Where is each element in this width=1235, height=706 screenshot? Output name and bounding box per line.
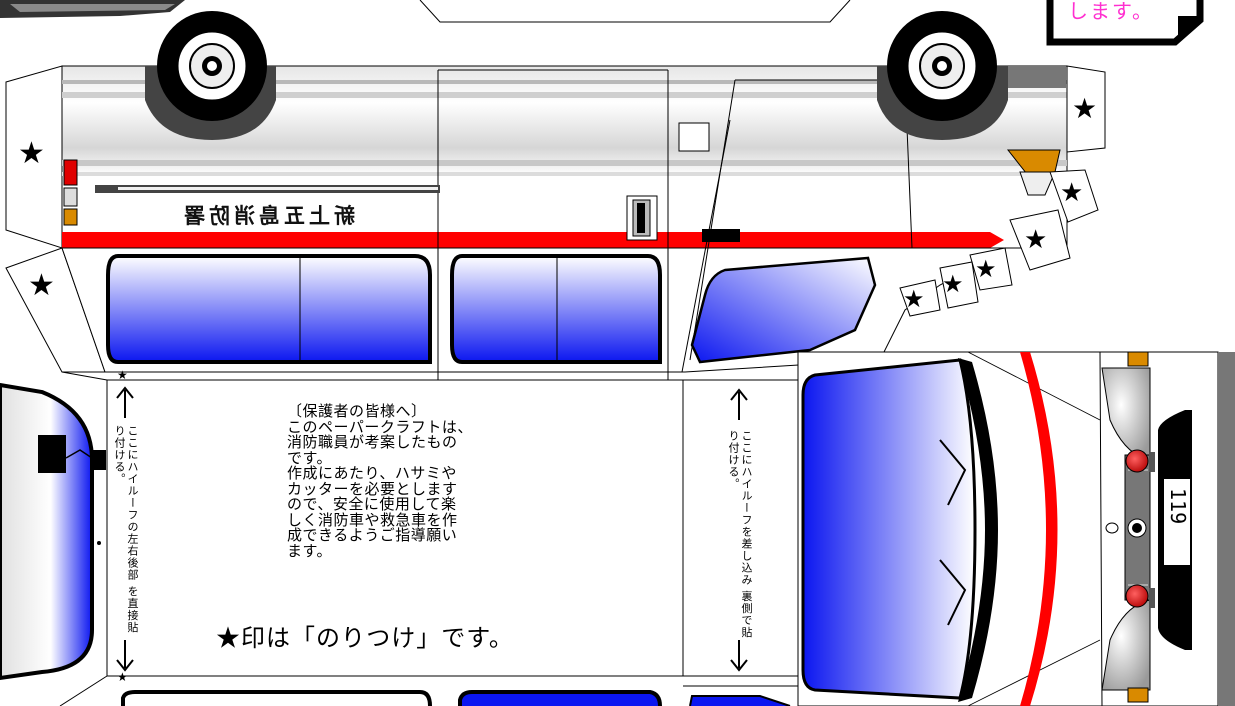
glue-star: ★ xyxy=(117,368,128,382)
license-plate: 119 xyxy=(1166,488,1190,525)
arrow-up-icon xyxy=(116,386,134,418)
notice-line: このペーパークラフトは、 xyxy=(287,417,473,436)
glue-star: ★ xyxy=(1024,225,1048,255)
glue-star: ★ xyxy=(1060,178,1084,208)
arrow-up-icon xyxy=(730,388,748,420)
tire xyxy=(145,11,276,140)
tire xyxy=(877,11,1008,140)
right-instruction-line: ここにハイルーフを差し込み xyxy=(740,430,753,586)
glue-star: ★ xyxy=(975,255,997,283)
corner-note-box xyxy=(1046,0,1204,46)
arrow-down-icon xyxy=(116,640,134,672)
left-instruction-line: ここにハイルーフの左右後部 xyxy=(126,425,139,581)
glue-tab xyxy=(939,261,979,309)
station-name: 新上五島消防署 xyxy=(180,204,355,228)
notice-line: カッターを必要とします xyxy=(287,479,458,498)
notice-line: 成できるようご指導願い xyxy=(287,526,458,544)
roof-tab-outline xyxy=(419,0,851,23)
glue-star: ★ xyxy=(18,136,45,171)
front-panel xyxy=(797,351,1235,706)
corner-note: します。 xyxy=(1068,0,1154,23)
notice-line: ます。 xyxy=(287,541,333,560)
glue-tab xyxy=(1009,209,1071,271)
glue-tab xyxy=(969,247,1013,291)
right-instruction: ここにハイルーフを差し込み 裏側で貼り付ける。 xyxy=(727,430,753,640)
left-instruction-line: を直接貼り付ける。 xyxy=(113,425,139,634)
notice-line: です。 xyxy=(287,448,333,467)
glue-star: ★ xyxy=(1072,92,1098,125)
glue-tab xyxy=(1049,169,1099,223)
side-body-panel xyxy=(5,11,1106,380)
glue-star: ★ xyxy=(28,268,55,303)
rear-panel xyxy=(0,382,106,681)
roof-panel xyxy=(59,371,821,706)
notice-line: ので、安全に使用して楽 xyxy=(287,495,457,513)
glue-star: ★ xyxy=(117,670,128,684)
glue-star: ★ xyxy=(903,285,925,313)
notice-line: しく消防車や救急車を作 xyxy=(287,510,458,529)
glue-star: ★ xyxy=(942,270,964,298)
emblem-icon xyxy=(1105,522,1119,534)
corner-fragment xyxy=(0,0,185,18)
notice-line: 〔保護者の皆様へ〕 xyxy=(287,402,427,420)
right-instruction-line: 裏側で貼り付ける。 xyxy=(727,430,753,639)
guardian-notice: 〔保護者の皆様へ〕 このペーパークラフトは、 消防職員が考案したもの です。 作… xyxy=(287,402,473,560)
glue-tab xyxy=(899,279,941,317)
left-instruction: ここにハイルーフの左右後部 を直接貼り付ける。 xyxy=(113,425,139,645)
notice-line: 作成にあたり、ハサミや xyxy=(287,464,457,482)
arrow-down-icon xyxy=(730,640,748,672)
glue-note: ★印は「のりつけ」です。 xyxy=(216,624,514,652)
notice-line: 消防職員が考案したもの xyxy=(287,433,458,451)
glue-tab xyxy=(1066,65,1106,153)
